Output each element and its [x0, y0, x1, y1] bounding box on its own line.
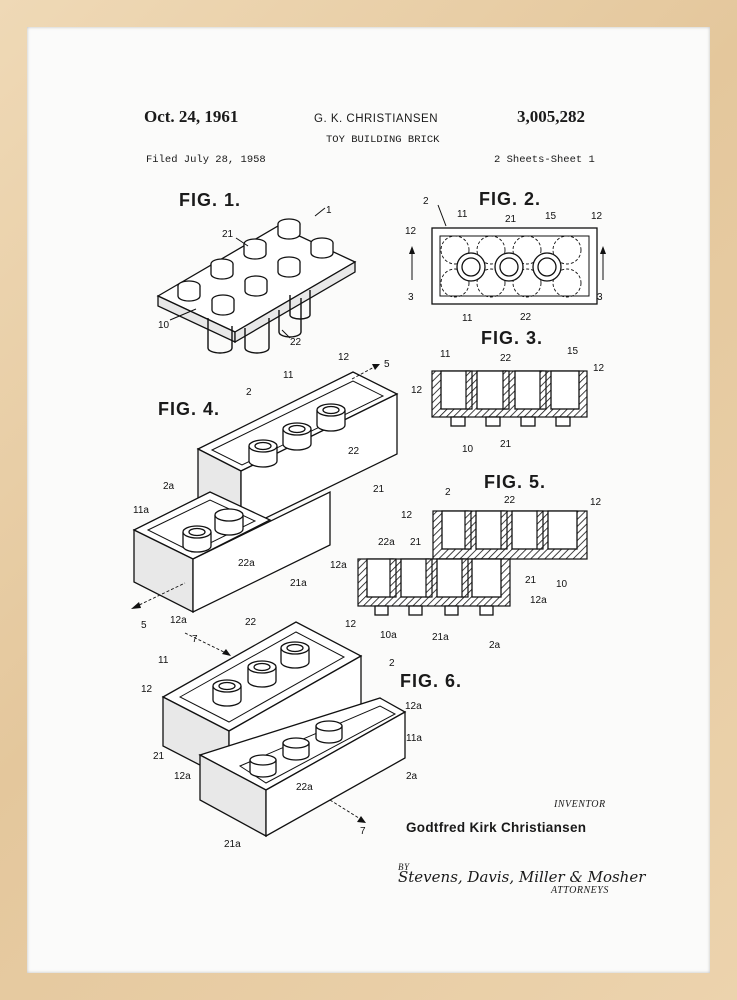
fig1-drawing — [156, 207, 357, 354]
ref-numeral: 2 — [246, 387, 252, 398]
ref-numeral: 11 — [283, 370, 294, 381]
ref-numeral: 2 — [423, 196, 429, 207]
ref-numeral: 10 — [158, 320, 170, 331]
inventor-name: Godtfred Kirk Christiansen — [406, 820, 587, 835]
ref-numeral: 10a — [380, 630, 397, 641]
ref-numeral: 21 — [505, 214, 517, 225]
patent-date: Oct. 24, 1961 — [144, 107, 239, 126]
ref-numeral: 1 — [326, 205, 332, 216]
ref-numeral: 7 — [192, 634, 198, 645]
ref-numeral: 3 — [408, 292, 414, 303]
ref-numeral: 22a — [296, 782, 313, 793]
fig3-drawing — [431, 370, 588, 427]
ref-numeral: 11 — [457, 209, 468, 220]
fig2-label: FIG. 2. — [479, 189, 542, 209]
ref-numeral: 5 — [384, 359, 390, 370]
fig4-label: FIG. 4. — [158, 399, 221, 419]
ref-numeral: 12a — [530, 595, 547, 606]
ref-numeral: 11 — [158, 655, 169, 666]
attorneys-signature: Stevens, Davis, Miller & Mosher — [398, 868, 646, 886]
ref-numeral: 21 — [373, 484, 385, 495]
fig1-label: FIG. 1. — [179, 190, 242, 210]
ref-numeral: 10 — [462, 444, 474, 455]
ref-numeral: 12 — [338, 352, 350, 363]
attorneys-label: ATTORNEYS — [551, 885, 609, 896]
ref-numeral: 12 — [593, 363, 605, 374]
ref-numeral: 21 — [410, 537, 422, 548]
ref-numeral: 5 — [141, 620, 147, 631]
ref-numeral: 10 — [556, 579, 568, 590]
ref-numeral: 11a — [406, 733, 422, 744]
ref-numeral: 12 — [345, 619, 357, 630]
ref-numeral: 12 — [405, 226, 417, 237]
fig4-drawing — [131, 364, 399, 614]
ref-numeral: 21a — [290, 578, 307, 589]
ref-numeral: 21 — [222, 229, 234, 240]
ref-numeral: 22a — [378, 537, 395, 548]
inventor-header: G. K. CHRISTIANSEN — [314, 113, 439, 125]
ref-numeral: 3 — [597, 292, 603, 303]
ref-numeral: 22a — [238, 558, 255, 569]
ref-numeral: 21 — [153, 751, 165, 762]
ref-numeral: 2 — [389, 658, 395, 669]
fig5-drawing — [357, 510, 588, 616]
fig3-label: FIG. 3. — [481, 328, 544, 348]
fig6-label: FIG. 6. — [400, 671, 463, 691]
ref-numeral: 2 — [445, 487, 451, 498]
ref-numeral: 11a — [133, 505, 149, 516]
reference-numerals: 1 21 10 22 2 11 21 15 12 12 3 3 11 22 11… — [133, 196, 605, 850]
poster-paper — [27, 27, 710, 973]
ref-numeral: 22 — [290, 337, 302, 348]
ref-numeral: 22 — [348, 446, 360, 457]
filed-date: Filed July 28, 1958 — [146, 154, 266, 166]
ref-numeral: 7 — [360, 826, 366, 837]
fig5-label: FIG. 5. — [484, 472, 547, 492]
ref-numeral: 22 — [500, 353, 512, 364]
ref-numeral: 2a — [489, 640, 501, 651]
ref-numeral: 2a — [163, 481, 175, 492]
ref-numeral: 12 — [141, 684, 153, 695]
by-label: BY — [398, 862, 410, 872]
ref-numeral: 22 — [520, 312, 532, 323]
ref-numeral: 21 — [525, 575, 537, 586]
ref-numeral: 12a — [330, 560, 347, 571]
ref-numeral: 12 — [590, 497, 602, 508]
ref-numeral: 12a — [174, 771, 191, 782]
ref-numeral: 12a — [170, 615, 187, 626]
patent-title: TOY BUILDING BRICK — [326, 134, 440, 146]
ref-numeral: 11 — [462, 313, 473, 324]
ref-numeral: 21a — [224, 839, 241, 850]
patent-number: 3,005,282 — [517, 107, 585, 126]
ref-numeral: 21a — [432, 632, 449, 643]
ref-numeral: 12a — [405, 701, 422, 712]
inventor-label: INVENTOR — [554, 799, 606, 810]
fig6-drawing — [161, 621, 407, 838]
ref-numeral: 12 — [591, 211, 603, 222]
ref-numeral: 12 — [411, 385, 423, 396]
ref-numeral: 21 — [500, 439, 512, 450]
ref-numeral: 15 — [545, 211, 557, 222]
ref-numeral: 2a — [406, 771, 418, 782]
ref-numeral: 22 — [504, 495, 516, 506]
ref-numeral: 12 — [401, 510, 413, 521]
ref-numeral: 15 — [567, 346, 579, 357]
fig2-drawing — [409, 204, 606, 305]
ref-numeral: 22 — [245, 617, 257, 628]
ref-numeral: 11 — [440, 349, 451, 360]
sheet-count: 2 Sheets-Sheet 1 — [494, 154, 595, 166]
